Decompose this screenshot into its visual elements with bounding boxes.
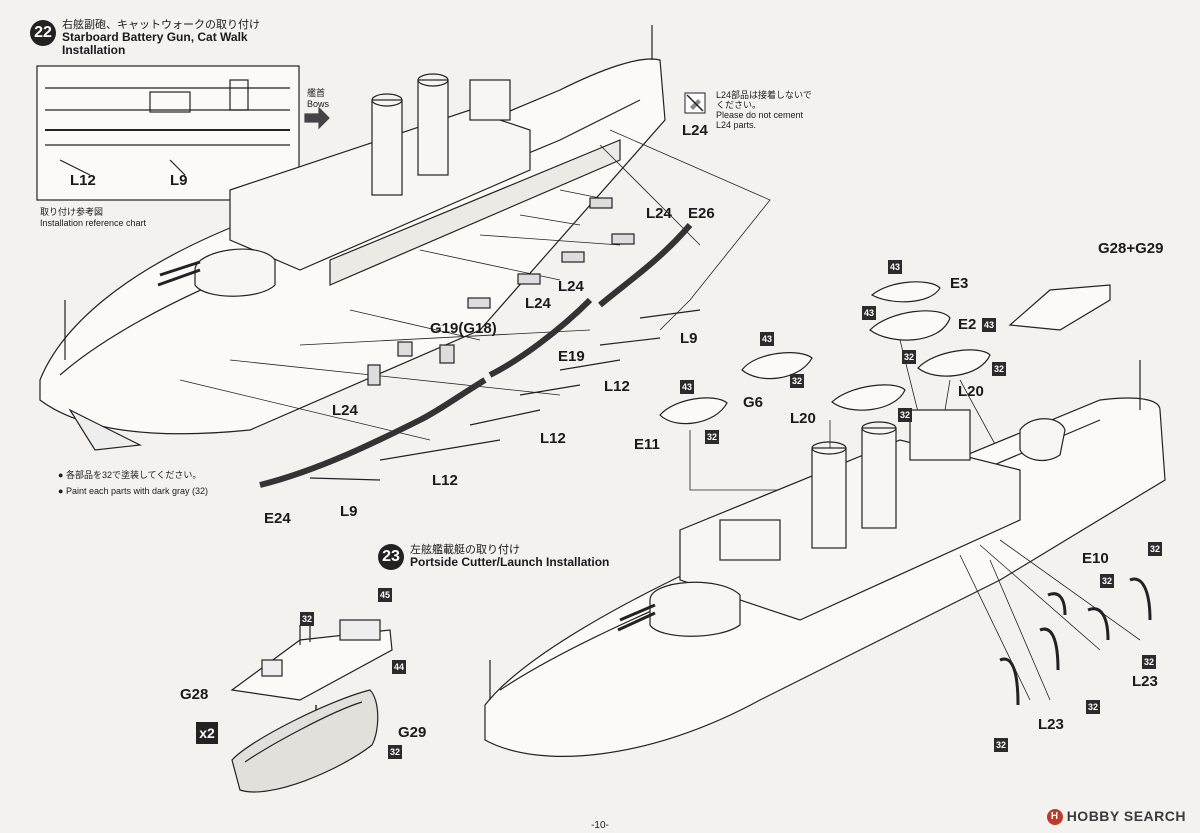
step-23-title-ja: 左舷艦載艇の取り付け [410, 544, 520, 556]
part-L24-1: L24 [646, 205, 672, 222]
paint-note-en: ● Paint each parts with dark gray (32) [58, 486, 209, 496]
part-E3: E3 [950, 275, 969, 292]
color-32-g28: 32 [300, 612, 314, 626]
part-L24-2: L24 [558, 278, 584, 295]
bows-label-en: Bows [307, 99, 330, 109]
color-32-e2: 32 [902, 350, 916, 364]
color-43-e3: 43 [888, 260, 902, 274]
color-32-g6: 32 [790, 374, 804, 388]
no-cement-ja-1: L24部品は接着しないで [716, 90, 812, 100]
part-L20-1: L20 [958, 383, 984, 400]
no-glue-icon [684, 92, 706, 114]
part-L9-ref: L9 [170, 172, 188, 189]
part-L9-1: L9 [680, 330, 698, 347]
quantity-x2: x2 [196, 722, 218, 744]
color-43-e2b: 43 [982, 318, 996, 332]
color-32-e11: 32 [705, 430, 719, 444]
part-L20-2: L20 [790, 410, 816, 427]
color-43-e11: 43 [680, 380, 694, 394]
color-32-top: 32 [1148, 542, 1162, 556]
color-45: 45 [378, 588, 392, 602]
ref-chart-ja: 取り付け参考図 [40, 207, 104, 217]
part-G28-G29: G28+G29 [1098, 240, 1164, 257]
step-22-number: 22 [30, 20, 56, 46]
part-E11: E11 [634, 436, 660, 453]
part-L23-1: L23 [1132, 673, 1158, 690]
color-32-mid: 32 [1142, 655, 1156, 669]
part-E24: E24 [264, 510, 291, 527]
bows-label-ja: 艦首 [307, 88, 326, 98]
part-L24-notice: L24 [682, 122, 708, 139]
part-G19: G19(G18) [430, 320, 497, 337]
color-32-g29: 32 [388, 745, 402, 759]
color-32-l20a: 32 [992, 362, 1006, 376]
part-E26: E26 [688, 205, 715, 222]
page-number: -10- [591, 820, 609, 831]
step-23-title-en: Portside Cutter/Launch Installation [410, 555, 610, 569]
part-L12-ref: L12 [70, 172, 96, 189]
part-E10: E10 [1082, 550, 1109, 567]
no-cement-en-2: L24 parts. [716, 120, 757, 130]
part-G6: G6 [743, 394, 764, 411]
step-22-title-en-2: Installation [62, 43, 126, 57]
part-L24-4: L24 [332, 402, 358, 419]
color-44: 44 [392, 660, 406, 674]
color-43-e2a: 43 [862, 306, 876, 320]
part-E2: E2 [958, 316, 977, 333]
part-G28: G28 [180, 686, 209, 703]
step-22-title-en-1: Starboard Battery Gun, Cat Walk [62, 30, 248, 44]
part-G29: G29 [398, 724, 427, 741]
part-L12-3: L12 [432, 472, 458, 489]
color-32-l20b: 32 [898, 408, 912, 422]
hobby-search-logo-icon: H [1046, 809, 1063, 825]
paint-note-ja: ● 各部品を32で塗装してください。 [58, 470, 202, 480]
part-L12-2: L12 [540, 430, 566, 447]
part-L12-1: L12 [604, 378, 630, 395]
color-32-l23: 32 [1086, 700, 1100, 714]
part-L23-2: L23 [1038, 716, 1064, 733]
ref-chart-en: Installation reference chart [40, 218, 147, 228]
part-E19: E19 [558, 348, 585, 365]
no-cement-en-1: Please do not cement [716, 110, 804, 120]
color-43-g6: 43 [760, 332, 774, 346]
color-32-e10: 32 [1100, 574, 1114, 588]
part-L9-2: L9 [340, 503, 358, 520]
no-cement-ja-2: ください。 [716, 100, 762, 110]
color-32-bottom: 32 [994, 738, 1008, 752]
step-22-title-ja: 右舷副砲、キャットウォークの取り付け [62, 19, 260, 31]
part-L24-3: L24 [525, 295, 551, 312]
step-23-number: 23 [378, 544, 404, 570]
